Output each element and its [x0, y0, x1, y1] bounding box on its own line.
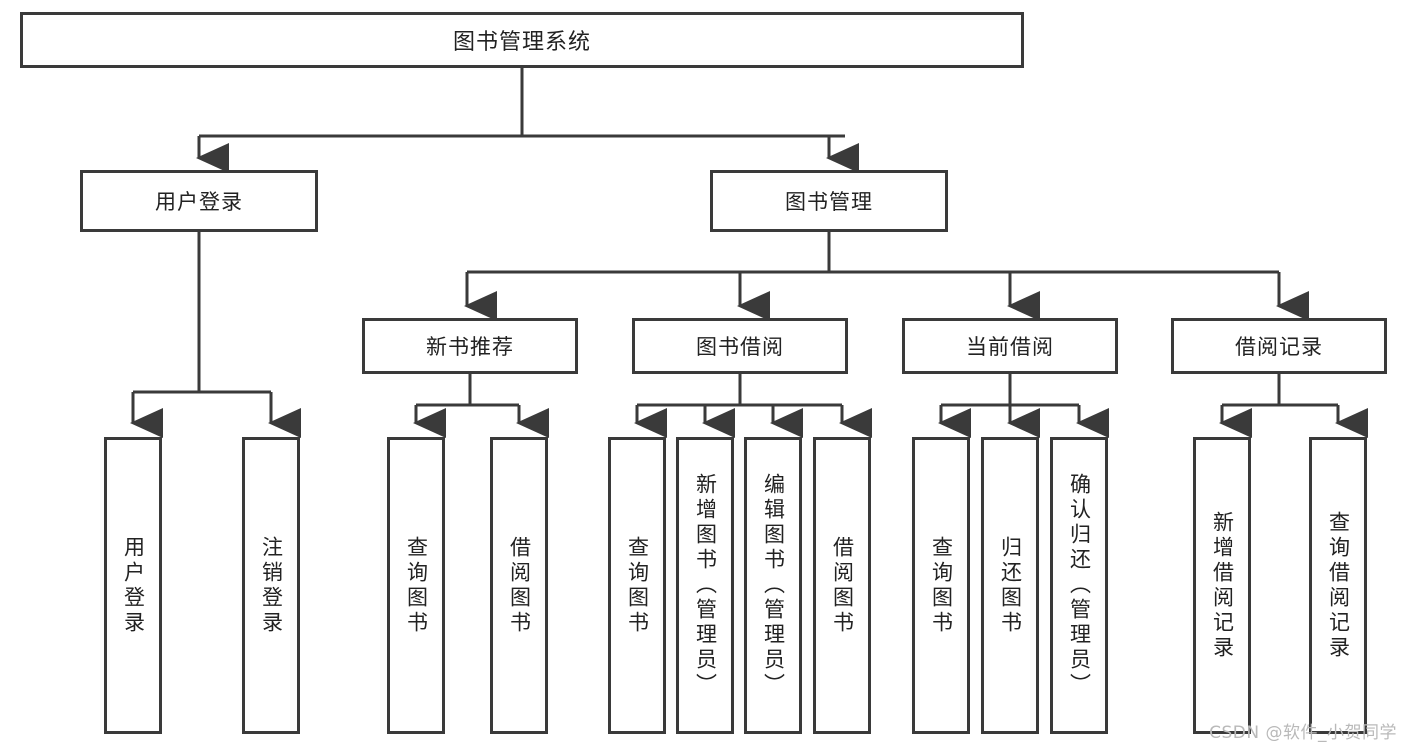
node-book-borrow[interactable]: 图书借阅	[632, 318, 848, 374]
leaf-user-login[interactable]: 用户登录	[104, 437, 162, 734]
leaf-query-book-borrow[interactable]: 查询图书	[608, 437, 666, 734]
node-label: 图书借阅	[696, 335, 784, 359]
watermark: CSDN @软件_小贺同学	[1209, 723, 1397, 743]
node-label: 归还图书	[998, 535, 1023, 636]
node-label: 当前借阅	[966, 335, 1054, 359]
node-label: 查询图书	[929, 535, 954, 636]
node-label: 图书管理	[785, 190, 873, 214]
node-label: 用户登录	[155, 190, 243, 214]
leaf-query-book-current[interactable]: 查询图书	[912, 437, 970, 734]
node-label: 借阅图书	[507, 535, 532, 636]
node-label: 借阅记录	[1235, 335, 1323, 359]
leaf-query-borrow-record[interactable]: 查询借阅记录	[1309, 437, 1367, 734]
node-new-book-recommend[interactable]: 新书推荐	[362, 318, 578, 374]
node-current-borrow[interactable]: 当前借阅	[902, 318, 1118, 374]
leaf-return-book[interactable]: 归还图书	[981, 437, 1039, 734]
leaf-borrow-book-recommend[interactable]: 借阅图书	[490, 437, 548, 734]
node-root-book-management-system[interactable]: 图书管理系统	[20, 12, 1024, 68]
node-book-manage[interactable]: 图书管理	[710, 170, 948, 232]
node-label: 借阅图书	[830, 535, 855, 636]
leaf-edit-book-admin[interactable]: 编辑图书（管理员）	[744, 437, 802, 734]
leaf-confirm-return-admin[interactable]: 确认归还（管理员）	[1050, 437, 1108, 734]
node-label: 新增借阅记录	[1210, 510, 1235, 661]
node-label: 编辑图书（管理员）	[761, 473, 786, 698]
node-label: 新书推荐	[426, 335, 514, 359]
leaf-borrow-book[interactable]: 借阅图书	[813, 437, 871, 734]
node-label: 查询图书	[625, 535, 650, 636]
node-label: 用户登录	[121, 535, 146, 636]
node-user-login[interactable]: 用户登录	[80, 170, 318, 232]
node-label: 注销登录	[259, 535, 284, 636]
node-label: 确认归还（管理员）	[1067, 473, 1092, 698]
leaf-add-book-admin[interactable]: 新增图书（管理员）	[676, 437, 734, 734]
node-label: 图书管理系统	[452, 30, 591, 55]
leaf-query-book-recommend[interactable]: 查询图书	[387, 437, 445, 734]
node-label: 查询借阅记录	[1326, 510, 1351, 661]
node-label: 查询图书	[404, 535, 429, 636]
node-label: 新增图书（管理员）	[693, 473, 718, 698]
node-borrow-record[interactable]: 借阅记录	[1171, 318, 1387, 374]
leaf-add-borrow-record[interactable]: 新增借阅记录	[1193, 437, 1251, 734]
leaf-logout-login[interactable]: 注销登录	[242, 437, 300, 734]
